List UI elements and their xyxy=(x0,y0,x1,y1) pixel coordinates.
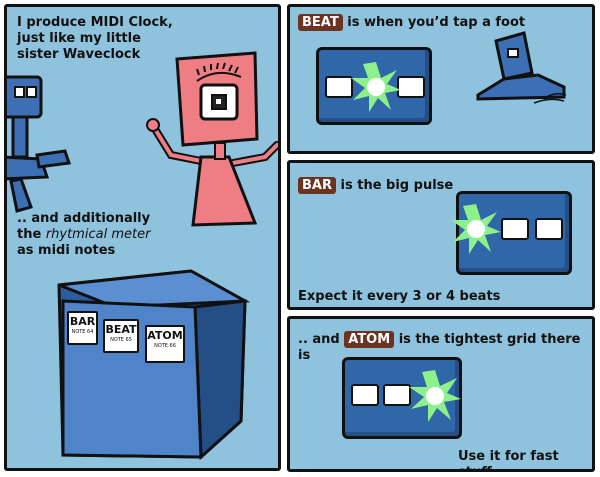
beat-tag: BEAT xyxy=(298,14,343,31)
atom-caption-text: is the tightest grid there is xyxy=(298,332,581,363)
bar-caption-text: is the big pulse xyxy=(335,178,454,193)
atom-footer: Use it for fast stuff xyxy=(458,449,559,469)
label-beat-note: NOTE 65 xyxy=(110,337,132,343)
atom-screen xyxy=(342,357,462,439)
label-atom-name: ATOM xyxy=(147,329,183,342)
beat-screen xyxy=(316,47,432,125)
bar-flash-icon xyxy=(451,204,501,254)
additional-text-post: as midi notes xyxy=(17,243,116,258)
additional-text: .. and additionally the rhytmical meter … xyxy=(17,211,167,259)
label-atom-note: NOTE 66 xyxy=(154,343,176,349)
panel-bar: BAR is the big pulse Expect it every 3 o… xyxy=(287,160,595,310)
atom-cell-1 xyxy=(351,384,379,406)
beat-caption: BEAT is when you’d tap a foot xyxy=(298,14,525,31)
intro-text: I produce MIDI Clock, just like my littl… xyxy=(17,15,173,62)
beat-caption-text: is when you’d tap a foot xyxy=(342,15,526,30)
additional-text-pre: .. and additionally the xyxy=(17,211,151,242)
beat-flash-icon xyxy=(351,62,401,112)
pink-robot-illustration xyxy=(146,51,278,227)
bar-cell-3 xyxy=(535,218,563,240)
label-bar-name: BAR xyxy=(69,315,96,328)
blue-robot-illustration xyxy=(7,75,71,213)
beat-cell-1 xyxy=(325,76,353,98)
atom-caption-prefix: .. and xyxy=(298,332,345,347)
beat-cell-3 xyxy=(397,76,425,98)
atom-cell-2 xyxy=(383,384,411,406)
atom-caption: .. and ATOM is the tightest grid there i… xyxy=(298,331,592,364)
bar-caption: BAR is the big pulse xyxy=(298,177,453,194)
foot-tap-illustration xyxy=(476,31,567,104)
bar-screen xyxy=(451,191,572,275)
panel-intro: I produce MIDI Clock, just like my littl… xyxy=(4,4,281,471)
label-beat-name: BEAT xyxy=(105,323,137,336)
bar-tag: BAR xyxy=(298,177,336,194)
additional-text-emphasis: rhytmical meter xyxy=(45,227,151,242)
atom-flash-icon xyxy=(409,370,461,422)
atom-tag: ATOM xyxy=(344,331,395,348)
bar-cell-2 xyxy=(501,218,529,240)
panel-beat: BEAT is when you’d tap a foot xyxy=(287,4,595,154)
label-bar-note: NOTE 64 xyxy=(71,329,94,335)
bar-footer: Expect it every 3 or 4 beats xyxy=(298,289,501,304)
panel-atom: .. and ATOM is the tightest grid there i… xyxy=(287,316,595,472)
